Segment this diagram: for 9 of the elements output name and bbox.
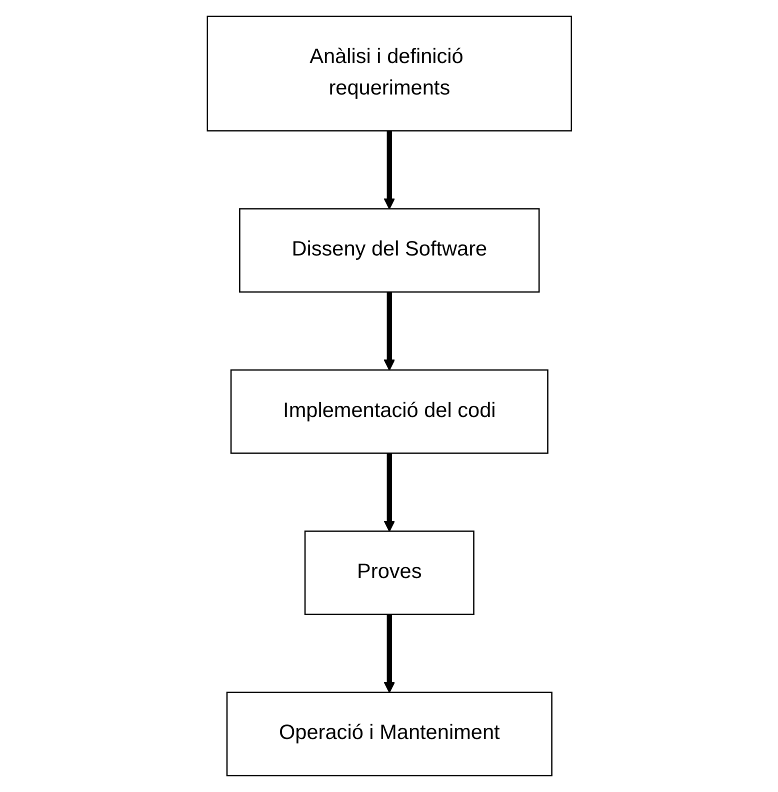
node-box: Proves bbox=[304, 530, 474, 616]
arrow bbox=[383, 614, 395, 693]
arrow bbox=[383, 453, 395, 532]
node-box: Anàlisi i definició requeriments bbox=[206, 16, 572, 132]
node-box: Disseny del Software bbox=[238, 208, 540, 293]
arrow bbox=[383, 130, 395, 210]
node-box: Implementació del codi bbox=[230, 369, 548, 454]
arrow bbox=[383, 292, 395, 371]
node-box: Operació i Manteniment bbox=[226, 692, 552, 776]
